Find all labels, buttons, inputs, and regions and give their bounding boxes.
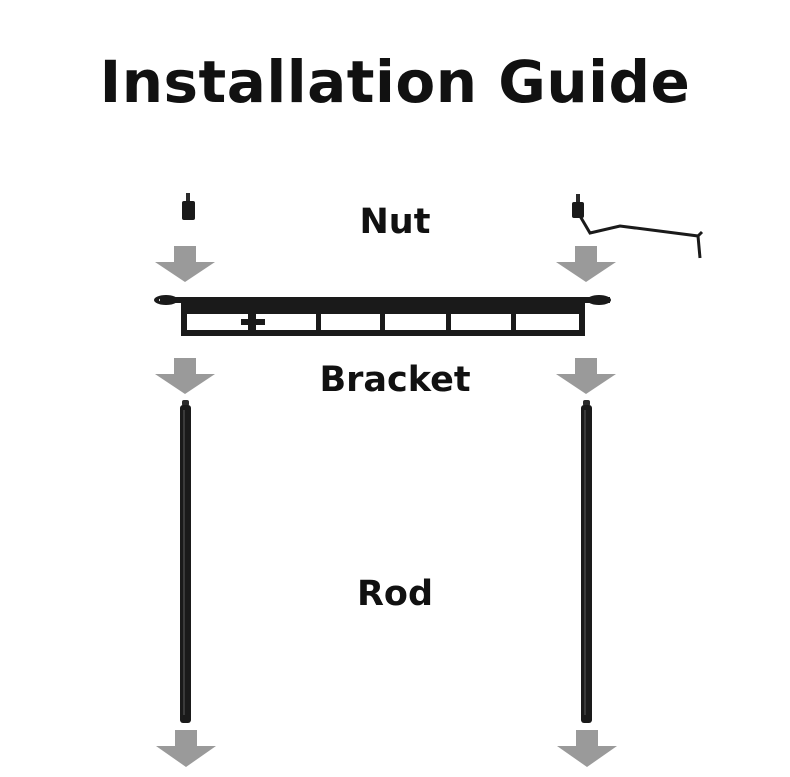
left-rod (180, 400, 191, 723)
arrow-down-icon (557, 730, 617, 767)
left-nut (182, 193, 195, 220)
arrow-down-icon (155, 246, 215, 282)
nut-label: Nut (359, 202, 431, 242)
arrow-down-icon (556, 246, 616, 282)
arrow-down-icon (156, 730, 216, 767)
arrow-down-icon (556, 358, 616, 394)
bracket (154, 295, 611, 336)
bracket-label: Bracket (319, 360, 471, 400)
right-nut-with-hook (572, 194, 704, 259)
arrow-down-icon (155, 358, 215, 394)
right-rod (581, 400, 592, 723)
page-title: Installation Guide (99, 48, 691, 116)
rod-label: Rod (356, 574, 434, 614)
